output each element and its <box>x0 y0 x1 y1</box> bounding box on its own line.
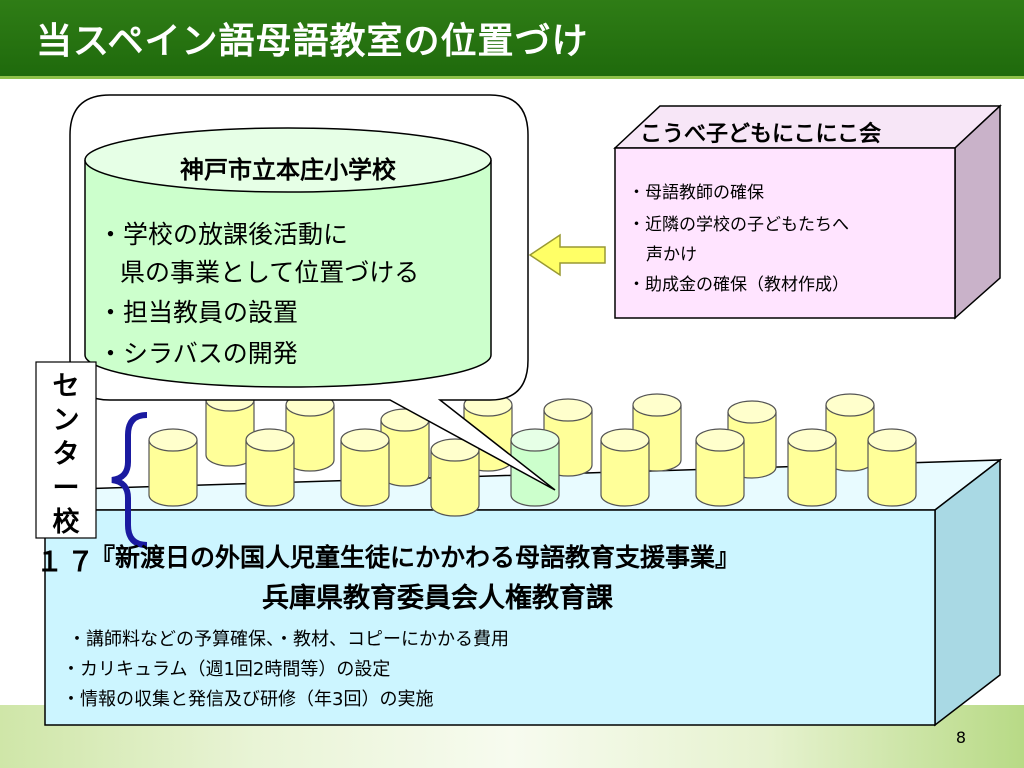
center-schools-count: １７ <box>36 547 98 578</box>
center-school-cylinder <box>340 428 390 507</box>
label-char: ー <box>52 473 80 504</box>
center-school-cylinder <box>787 428 837 507</box>
project-line-1: ・講師料などの予算確保、・教材、コピーにかかる費用 <box>68 629 509 650</box>
koube-line-2: ・近隣の学校の子どもたちへ <box>628 215 849 235</box>
center-school-cylinder <box>867 428 917 507</box>
koube-line-1: ・母語教師の確保 <box>628 183 764 203</box>
center-school-cylinder <box>695 428 745 507</box>
label-char: ン <box>52 405 80 436</box>
center-brace <box>111 412 148 548</box>
school-name: 神戸市立本庄小学校 <box>180 156 396 184</box>
koube-line-3: 声かけ <box>646 245 697 265</box>
koube-box <box>613 104 1002 320</box>
title-bar: 当スペイン語母語教室の位置づけ <box>0 0 1024 79</box>
project-line-2: ・カリキュラム（週1回2時間等）の設定 <box>62 659 391 680</box>
label-char: 校 <box>52 507 80 538</box>
left-arrow-icon <box>528 233 606 277</box>
center-school-cylinder <box>245 428 295 507</box>
koube-line-4: ・助成金の確保（教材作成） <box>628 275 849 295</box>
center-school-cylinder <box>148 428 198 507</box>
center-schools-label: セ ン タ ー 校 <box>38 370 94 540</box>
school-line-2: 県の事業として位置づける <box>120 258 420 287</box>
center-school-cylinder <box>510 428 560 507</box>
school-line-1: ・学校の放課後活動に <box>98 220 349 249</box>
center-school-cylinder <box>600 428 650 507</box>
project-line-3: ・情報の収集と発信及び研修（年3回）の実施 <box>62 689 434 710</box>
center-label-box <box>35 361 97 539</box>
center-school-cylinder <box>430 438 480 517</box>
slide-title: 当スペイン語母語教室の位置づけ <box>36 21 589 62</box>
label-char: タ <box>52 439 80 470</box>
label-char: セ <box>52 371 80 402</box>
project-org: 兵庫県教育委員会人権教育課 <box>262 583 613 614</box>
project-title: 『新渡日の外国人児童生徒にかかわる母語教育支援事業』 <box>90 543 741 572</box>
page-number: 8 <box>955 728 966 747</box>
school-line-4: ・シラバスの開発 <box>98 339 298 368</box>
school-cylinder <box>84 127 492 388</box>
center-school-cylinders <box>148 388 917 517</box>
koube-name: こうべ子どもにこにこ会 <box>640 122 882 147</box>
school-line-3: ・担当教員の設置 <box>98 298 299 327</box>
